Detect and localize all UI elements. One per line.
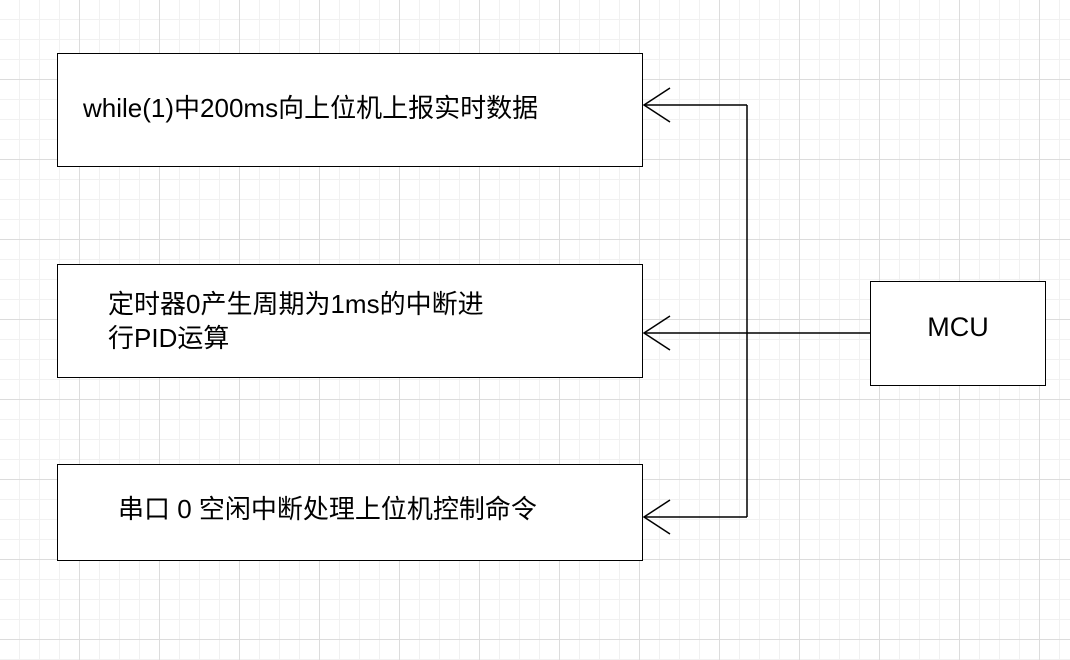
mcu-label: MCU	[927, 312, 989, 342]
timer-interrupt-pid-box[interactable]: 定时器0产生周期为1ms的中断进 行PID运算	[57, 264, 643, 378]
uart-idle-interrupt-box[interactable]: 串口 0 空闲中断处理上位机控制命令	[57, 464, 643, 561]
arrowhead-while-box	[642, 87, 671, 123]
while-loop-report-label: while(1)中200ms向上位机上报实时数据	[83, 93, 539, 123]
while-loop-report-box[interactable]: while(1)中200ms向上位机上报实时数据	[57, 53, 643, 167]
timer-interrupt-pid-label: 定时器0产生周期为1ms的中断进 行PID运算	[108, 289, 484, 353]
arrowhead-uart-box	[642, 499, 671, 535]
mcu-box[interactable]: MCU	[870, 281, 1046, 386]
arrowhead-timer-box	[642, 315, 671, 351]
uart-idle-interrupt-label: 串口 0 空闲中断处理上位机控制命令	[118, 494, 537, 524]
